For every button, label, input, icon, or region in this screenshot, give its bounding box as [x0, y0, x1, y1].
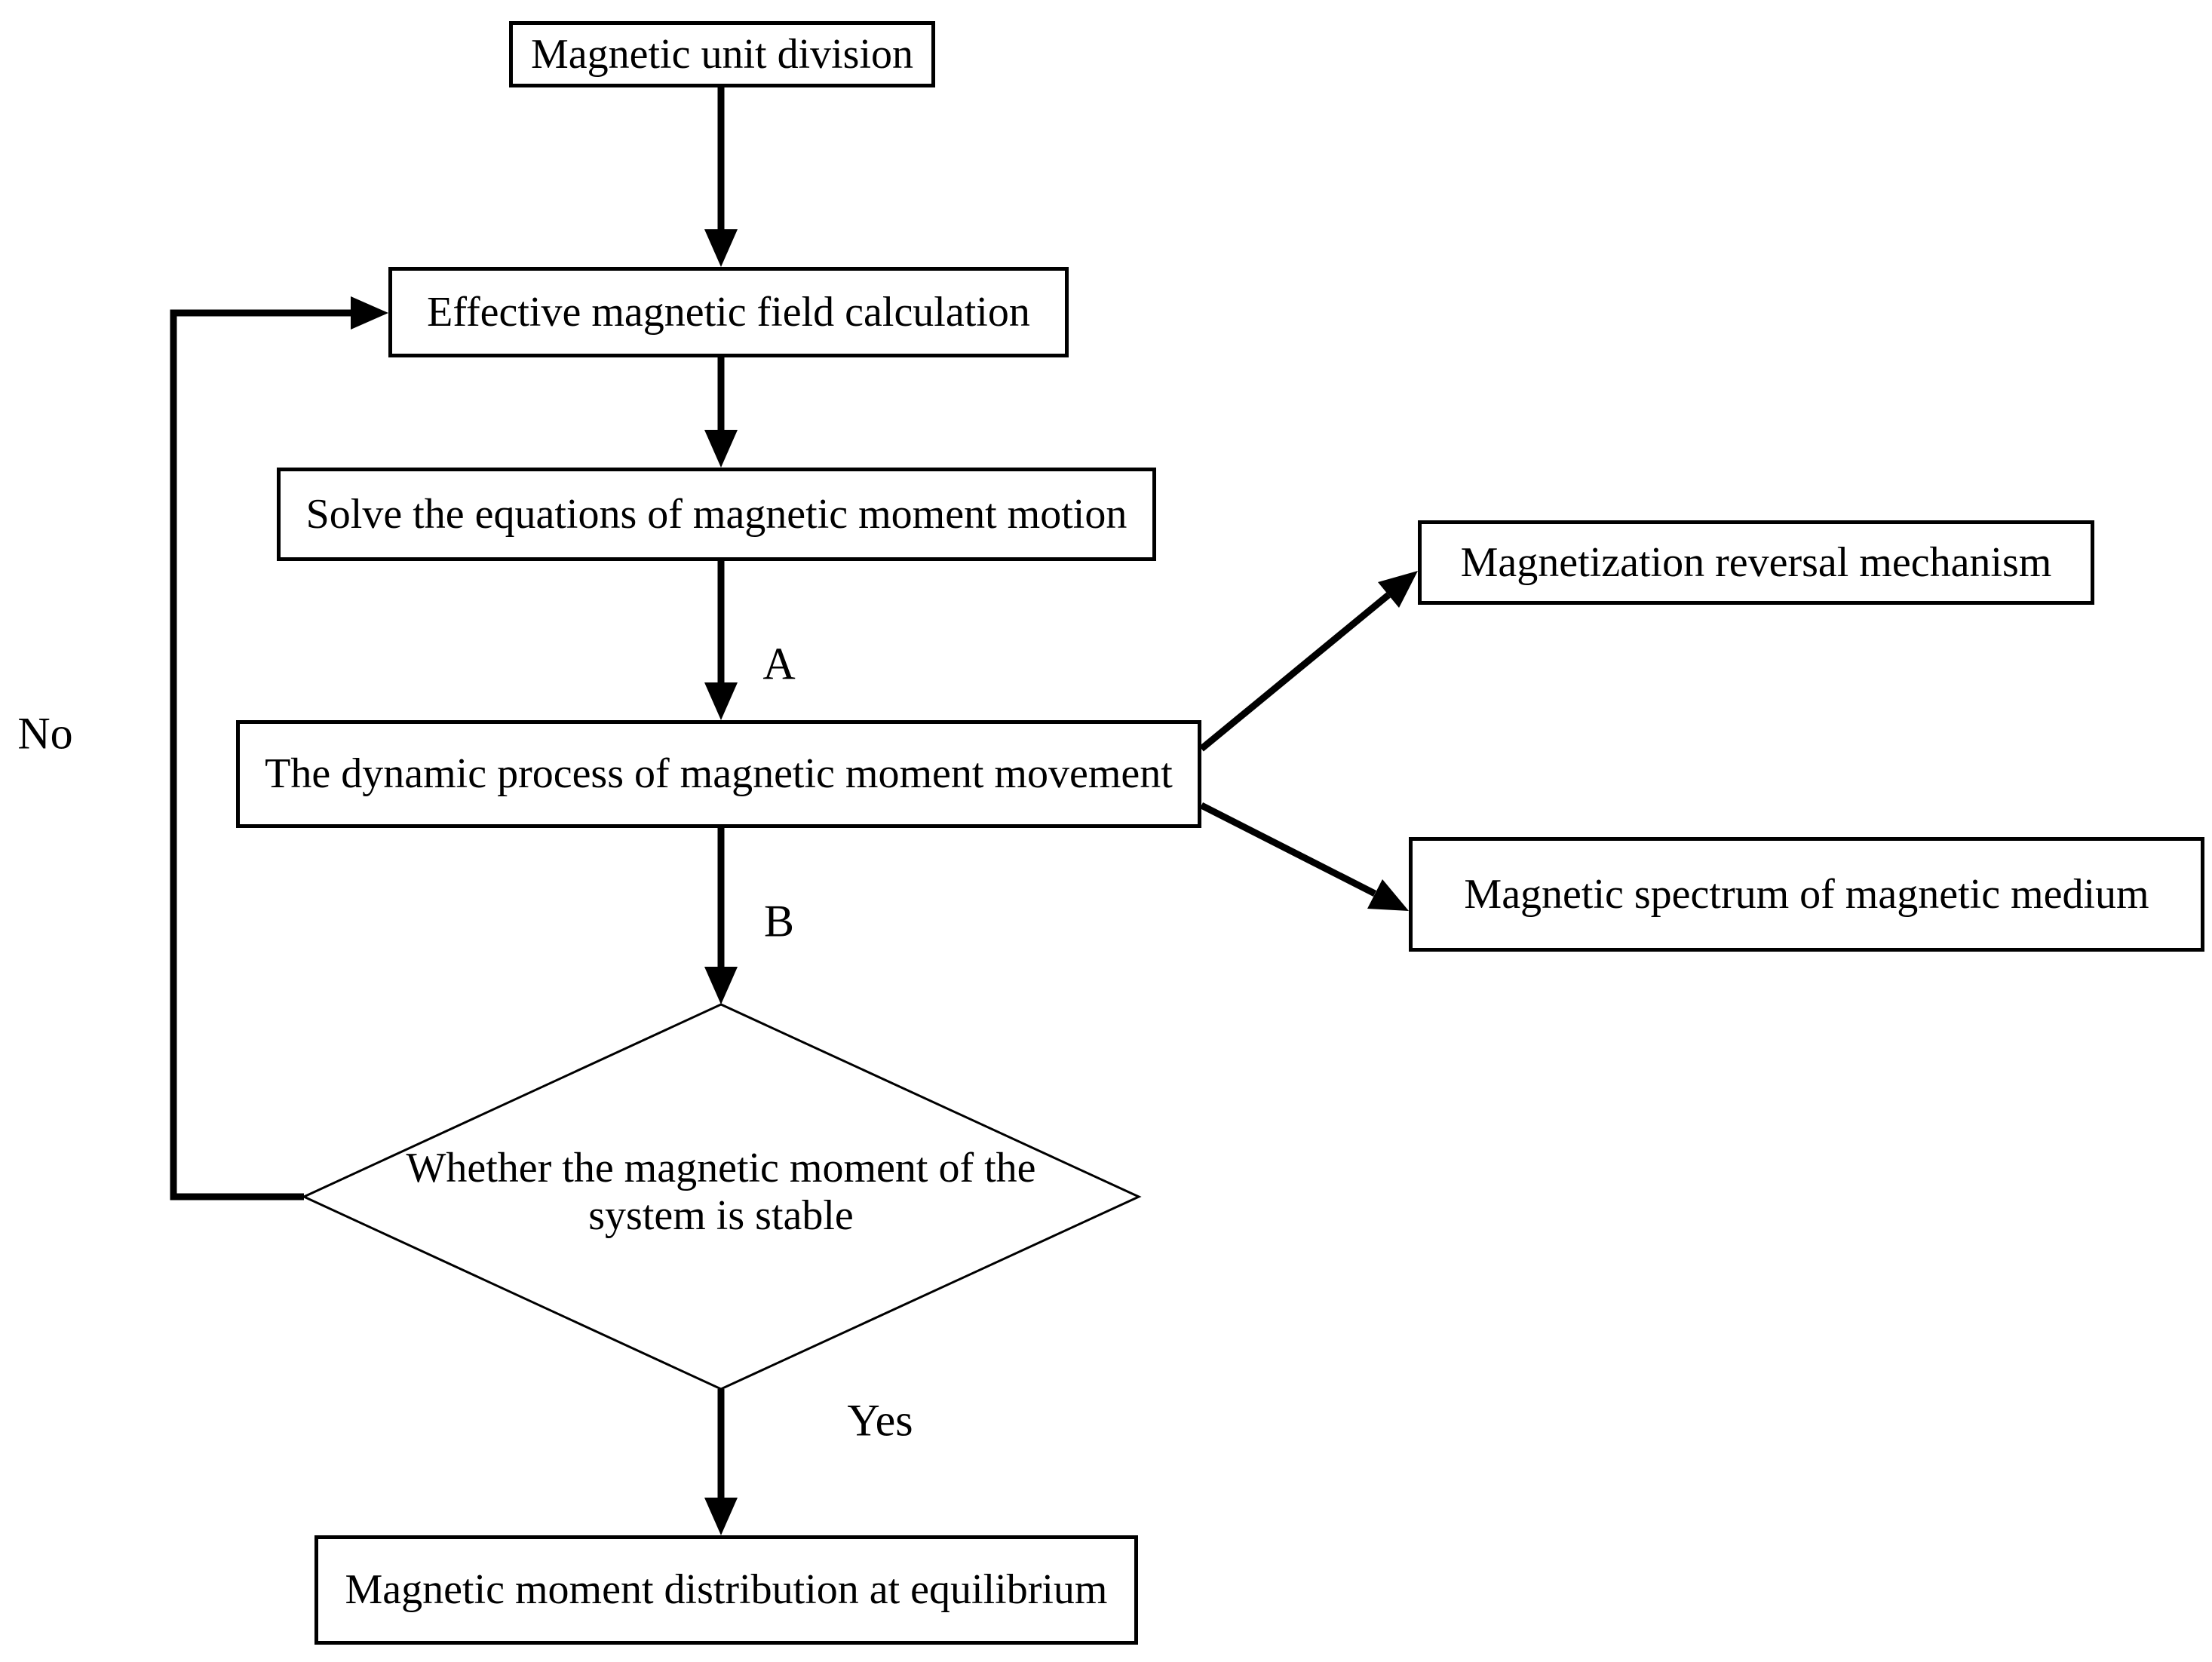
decision-diamond-label-line2: system is stable — [588, 1191, 854, 1239]
node-equilibrium-distribution-label: Magnetic moment distribution at equilibr… — [345, 1566, 1108, 1614]
node-effective-field-calculation-label: Effective magnetic field calculation — [427, 288, 1030, 336]
decision-diamond-shape — [301, 1003, 1142, 1391]
edge-label-b: B — [763, 896, 795, 946]
edge-label-yes: Yes — [847, 1395, 913, 1446]
edge-label-a: A — [762, 639, 796, 689]
edge-dynamic-to-spectrum-arrowhead — [1367, 879, 1409, 911]
node-solve-equations: Solve the equations of magnetic moment m… — [277, 468, 1156, 561]
edge-label-no: No — [17, 708, 73, 759]
edge-no-feedback-line — [170, 309, 352, 1201]
edge-decision-to-equilibrium-arrowhead — [704, 1498, 738, 1535]
node-magnetization-reversal: Magnetization reversal mechanism — [1418, 520, 2094, 605]
edge-no-feedback-arrowhead — [351, 296, 388, 330]
edge-dynamic-to-spectrum-line — [1199, 802, 1377, 897]
node-solve-equations-label: Solve the equations of magnetic moment m… — [305, 490, 1127, 538]
decision-diamond-label: Whether the magnetic moment of the syste… — [359, 1145, 1083, 1239]
edge-solve-to-dynamic-arrowhead — [704, 682, 738, 720]
edge-effective-to-solve-arrowhead — [704, 430, 738, 468]
node-effective-field-calculation: Effective magnetic field calculation — [388, 267, 1069, 357]
edge-unit-to-effective-arrowhead — [704, 229, 738, 267]
node-magnetic-unit-division-label: Magnetic unit division — [530, 30, 914, 78]
node-dynamic-process-label: The dynamic process of magnetic moment m… — [265, 750, 1173, 798]
edge-dynamic-to-reversal-arrowhead — [1378, 571, 1418, 608]
node-equilibrium-distribution: Magnetic moment distribution at equilibr… — [314, 1535, 1138, 1645]
edge-dynamic-to-decision-arrowhead — [704, 967, 738, 1004]
node-magnetic-spectrum-label: Magnetic spectrum of magnetic medium — [1464, 870, 2149, 918]
node-magnetic-unit-division: Magnetic unit division — [509, 21, 935, 87]
decision-diamond-label-line1: Whether the magnetic moment of the — [406, 1145, 1036, 1191]
node-magnetic-spectrum: Magnetic spectrum of magnetic medium — [1409, 837, 2204, 952]
edge-dynamic-to-reversal-line — [1199, 592, 1391, 752]
node-magnetization-reversal-label: Magnetization reversal mechanism — [1460, 538, 2052, 586]
node-dynamic-process: The dynamic process of magnetic moment m… — [236, 720, 1201, 828]
